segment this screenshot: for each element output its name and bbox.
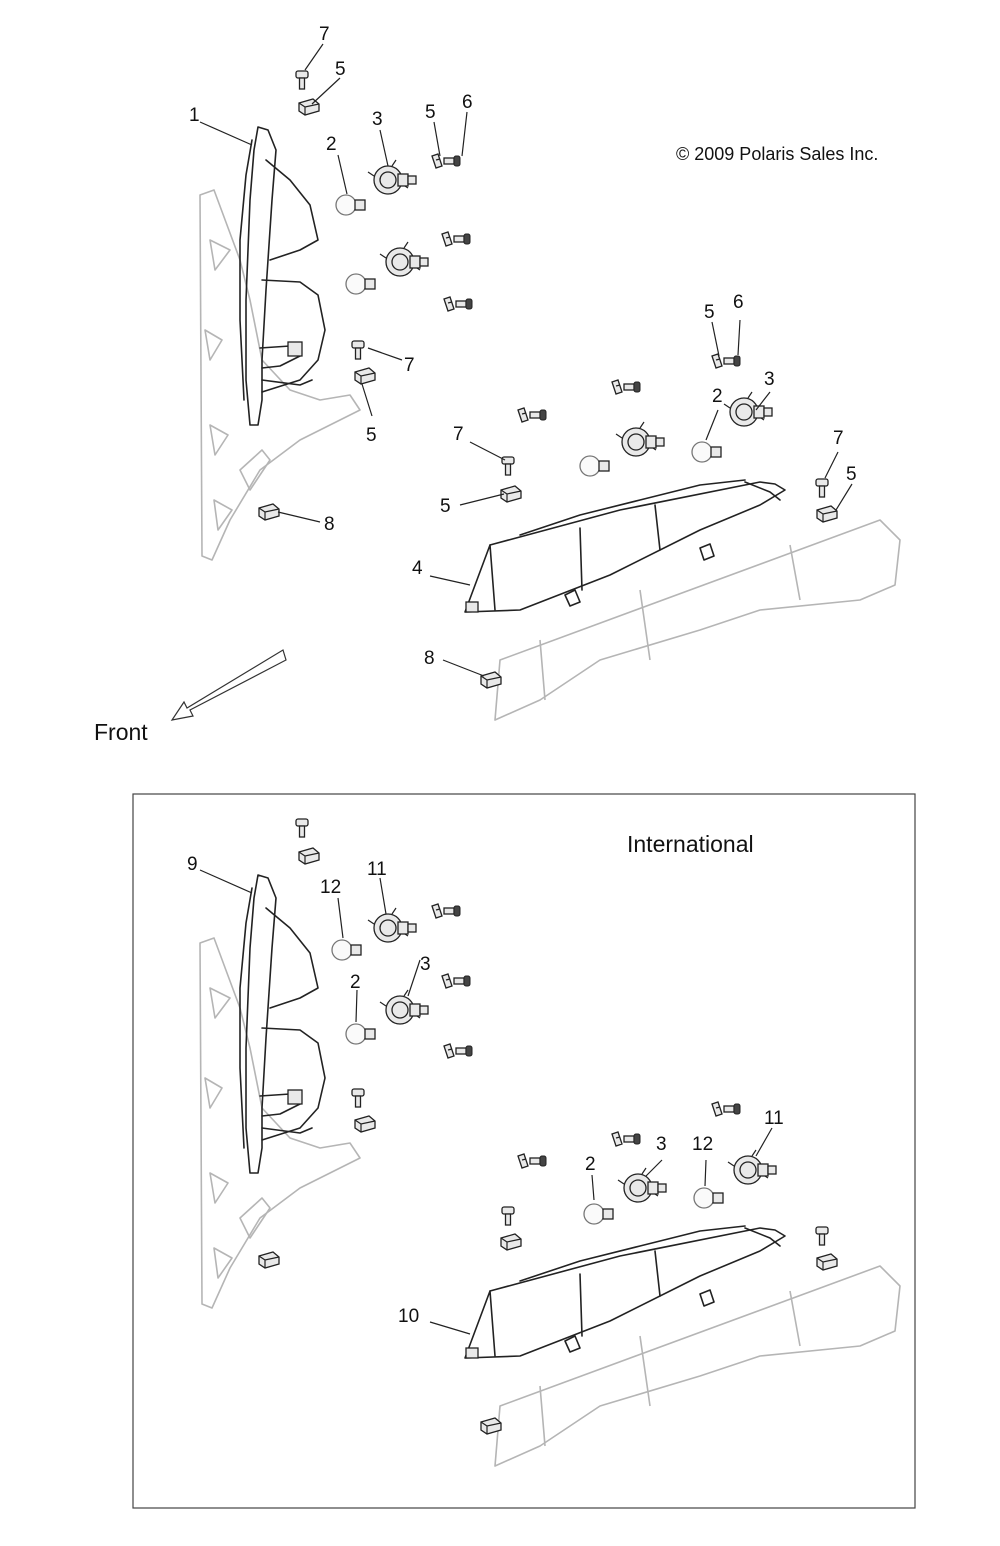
callout-8: 8	[424, 648, 435, 669]
screw-icon	[295, 818, 309, 838]
clip-screw-icon	[441, 973, 471, 989]
callout-2: 2	[326, 134, 337, 155]
screw-icon	[351, 1088, 365, 1108]
clip-screw-icon	[611, 1131, 641, 1147]
bulb-icon	[335, 194, 366, 216]
callout-5: 5	[366, 425, 377, 446]
front-label: Front	[94, 719, 148, 745]
callout-5: 5	[425, 102, 436, 123]
screw-icon	[815, 1226, 829, 1246]
vertical-taillight-lens	[199, 126, 361, 561]
clip-nut-icon	[354, 1115, 376, 1133]
bulb-socket-icon	[379, 241, 429, 277]
clip-screw-icon	[517, 407, 547, 423]
callout-5: 5	[846, 464, 857, 485]
screw-icon	[815, 478, 829, 498]
bulb-socket-icon	[723, 391, 773, 427]
clip-nut-icon	[258, 1251, 280, 1269]
callout-3: 3	[372, 109, 383, 130]
bulb-icon	[583, 1203, 614, 1225]
callout-12: 12	[320, 877, 341, 898]
bulb-socket-icon	[367, 159, 417, 195]
vertical-taillight-lens-international	[199, 874, 361, 1309]
clip-screw-icon	[711, 1101, 741, 1117]
bulb-icon	[345, 1023, 376, 1045]
clip-screw-icon	[431, 903, 461, 919]
clip-screw-icon	[517, 1153, 547, 1169]
screw-icon	[501, 1206, 515, 1226]
callout-5: 5	[704, 302, 715, 323]
screw-icon	[351, 340, 365, 360]
callout-7: 7	[319, 24, 330, 45]
clip-nut-icon	[298, 98, 320, 116]
callout-7: 7	[453, 424, 464, 445]
bulb-socket-icon	[727, 1149, 777, 1185]
screw-icon	[295, 70, 309, 90]
callout-11: 11	[764, 1108, 784, 1129]
bulb-icon	[693, 1187, 724, 1209]
clip-nut-icon	[816, 1253, 838, 1271]
callout-7: 7	[833, 428, 844, 449]
clip-screw-icon	[443, 1043, 473, 1059]
callout-7: 7	[404, 355, 415, 376]
callout-10: 10	[398, 1306, 419, 1327]
international-inset-frame	[132, 793, 916, 1509]
bulb-icon	[331, 939, 362, 961]
clip-nut-icon	[298, 847, 320, 865]
international-title: International	[627, 831, 754, 857]
bulb-icon	[579, 455, 610, 477]
clip-screw-icon	[431, 153, 461, 169]
clip-nut-icon	[500, 1233, 522, 1251]
clip-nut-icon	[354, 367, 376, 385]
callout-9: 9	[187, 854, 198, 875]
bulb-socket-icon	[615, 421, 665, 457]
main-diagram: 7 5 1 2 3 5 6 7 5 8 5 6 2 3 7 5 7 5 4 8 …	[94, 24, 901, 745]
clip-screw-icon	[441, 231, 471, 247]
callout-5: 5	[440, 496, 451, 517]
bulb-socket-icon	[617, 1167, 667, 1203]
callout-2: 2	[585, 1154, 596, 1175]
callout-3: 3	[764, 369, 775, 390]
callout-11: 11	[367, 859, 387, 880]
callout-12: 12	[692, 1134, 713, 1155]
bulb-icon	[691, 441, 722, 463]
callout-8: 8	[324, 514, 335, 535]
callout-6: 6	[462, 92, 473, 113]
callout-2: 2	[350, 972, 361, 993]
callout-4: 4	[412, 558, 423, 579]
clip-nut-icon	[816, 505, 838, 523]
inset-diagram: 9 11 12 3 2 2 3 12 11 10	[187, 818, 901, 1467]
front-arrow-icon	[170, 649, 287, 721]
callout-1: 1	[189, 105, 200, 126]
bulb-socket-icon	[379, 989, 429, 1025]
clip-screw-icon	[711, 353, 741, 369]
bulb-icon	[345, 273, 376, 295]
clip-screw-icon	[443, 296, 473, 312]
callout-3: 3	[656, 1134, 667, 1155]
callout-3: 3	[420, 954, 431, 975]
callout-2: 2	[712, 386, 723, 407]
copyright-text: © 2009 Polaris Sales Inc.	[676, 144, 878, 164]
clip-screw-icon	[611, 379, 641, 395]
callout-5: 5	[335, 59, 346, 80]
clip-nut-icon	[258, 503, 280, 521]
bulb-socket-icon	[367, 907, 417, 943]
callout-6: 6	[733, 292, 744, 313]
